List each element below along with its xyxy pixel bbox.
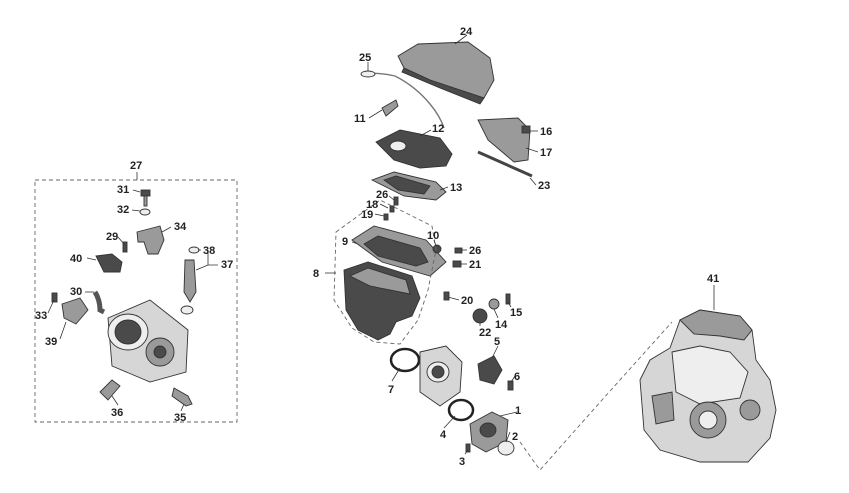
sensor-bracket-part xyxy=(136,225,165,255)
label-20: 20 xyxy=(461,295,473,307)
clamp-7-part xyxy=(389,347,421,373)
label-3: 3 xyxy=(459,456,465,468)
hose-25-part xyxy=(361,72,445,129)
sensor-5-part xyxy=(477,355,503,385)
grommet-10-part xyxy=(432,244,442,254)
injector-37-part xyxy=(183,259,197,303)
label-8: 8 xyxy=(313,268,319,280)
label-6: 6 xyxy=(514,371,520,383)
label-23: 23 xyxy=(538,180,550,192)
filter-cover-12-part xyxy=(375,129,453,169)
sensor-36-part xyxy=(99,379,121,401)
sensor-39-part xyxy=(61,297,89,325)
label-41: 41 xyxy=(707,273,719,285)
bracket-17-part xyxy=(477,117,531,163)
clamp-4-part xyxy=(447,398,475,422)
grommet-22-part xyxy=(472,308,488,324)
label-38: 38 xyxy=(203,245,215,257)
oring-38-part xyxy=(188,246,200,254)
label-14: 14 xyxy=(495,319,508,331)
throttle-body-inset: 27 31 32 34 29 38 40 37 30 33 39 36 35 xyxy=(34,160,238,424)
label-35: 35 xyxy=(174,412,186,424)
throttle-body-part xyxy=(107,299,189,383)
label-12: 12 xyxy=(432,123,444,135)
label-32: 32 xyxy=(117,204,129,216)
label-37: 37 xyxy=(221,259,233,271)
label-24: 24 xyxy=(460,26,473,38)
label-30: 30 xyxy=(70,286,82,298)
label-5: 5 xyxy=(494,336,500,348)
clip-20-part xyxy=(443,291,450,301)
label-17: 17 xyxy=(540,147,552,159)
bolt-16-part xyxy=(521,125,531,134)
bolt-6-part xyxy=(507,380,514,391)
washer-32-part xyxy=(139,208,151,216)
label-39: 39 xyxy=(45,336,57,348)
label-19: 19 xyxy=(361,209,373,221)
bolt-15-part xyxy=(505,293,511,305)
label-18: 18 xyxy=(366,199,378,211)
label-13: 13 xyxy=(450,182,462,194)
sensor-40-part xyxy=(95,253,123,273)
inset-frame xyxy=(34,179,238,423)
rod-23-part xyxy=(477,150,533,178)
bolt-3-part xyxy=(465,443,471,453)
label-21: 21 xyxy=(469,259,481,271)
screw-29-part xyxy=(122,241,128,253)
throttle-body-small-part xyxy=(419,345,463,407)
collar-14-part xyxy=(488,298,500,310)
hose-30-part xyxy=(92,290,106,315)
label-15: 15 xyxy=(510,307,522,319)
label-40: 40 xyxy=(70,253,82,265)
label-31: 31 xyxy=(117,184,129,196)
label-33: 33 xyxy=(35,310,47,322)
engine-41: 41 xyxy=(639,273,777,463)
label-16: 16 xyxy=(540,126,552,138)
label-29: 29 xyxy=(106,231,118,243)
label-36: 36 xyxy=(111,407,123,419)
cap-2-part xyxy=(497,440,515,456)
label-26a: 26 xyxy=(376,189,388,201)
label-11: 11 xyxy=(354,113,366,125)
label-27: 27 xyxy=(130,160,142,172)
label-22: 22 xyxy=(479,327,491,339)
label-2: 2 xyxy=(512,431,518,443)
label-26b: 26 xyxy=(469,245,481,257)
label-7: 7 xyxy=(388,384,394,396)
label-34: 34 xyxy=(174,221,187,233)
fitting-35-part xyxy=(171,387,193,407)
label-4: 4 xyxy=(440,429,447,441)
intake-assembly: 24 25 11 12 16 17 13 23 26 18 19 10 9 26… xyxy=(313,26,673,471)
bolt-33-part xyxy=(51,292,58,303)
label-1: 1 xyxy=(515,405,521,417)
bolt-31-part xyxy=(140,189,151,207)
clip-11-part xyxy=(381,99,399,117)
label-9: 9 xyxy=(342,236,348,248)
label-10: 10 xyxy=(427,230,439,242)
label-25: 25 xyxy=(359,52,371,64)
